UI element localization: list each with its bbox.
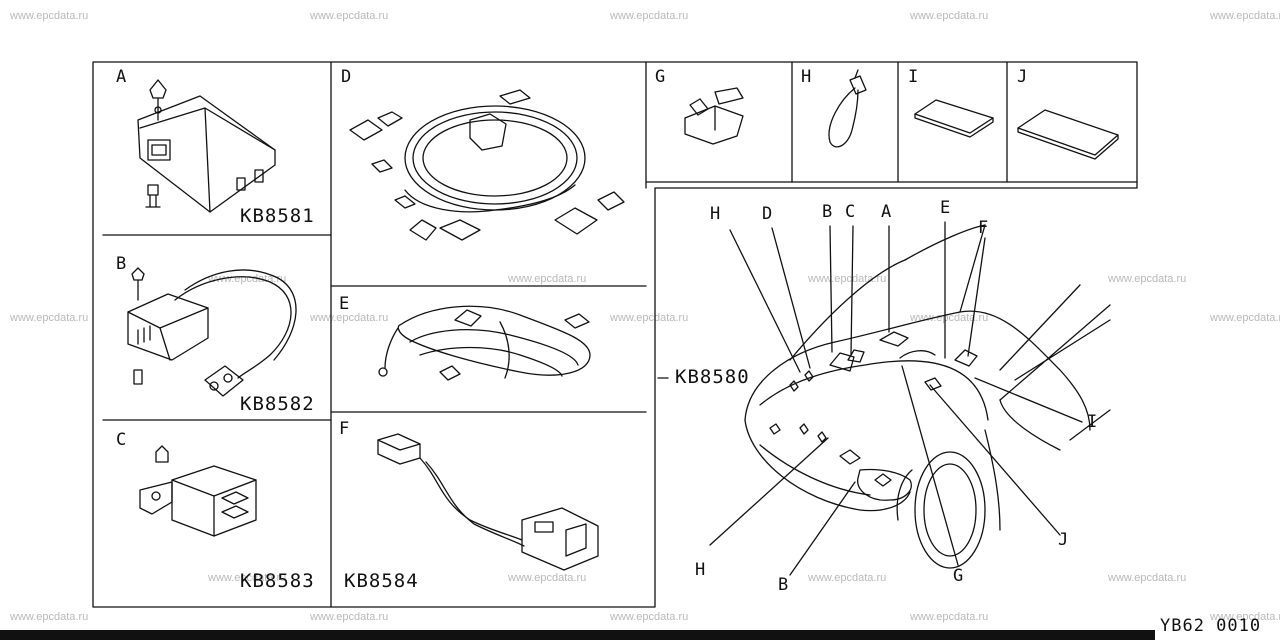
panel-letter-d: D <box>341 67 352 87</box>
watermark: www.epcdata.ru <box>310 312 389 324</box>
sub-harness-illustration <box>378 305 591 381</box>
callout-b-bottom: B <box>778 575 789 595</box>
band-clip-illustration <box>828 69 867 148</box>
callout-i: I <box>1087 412 1098 432</box>
part-code-f: KB8584 <box>344 570 419 592</box>
watermark: www.epcdata.ru <box>10 10 89 22</box>
watermark: www.epcdata.ru <box>910 312 989 324</box>
part-code-a: KB8581 <box>240 205 315 227</box>
watermark: www.epcdata.ru <box>808 572 887 584</box>
panel-letter-g: G <box>655 67 666 87</box>
callout-a: A <box>881 202 892 222</box>
callout-f: F <box>978 218 989 238</box>
watermark: www.epcdata.ru <box>1108 572 1187 584</box>
watermark: www.epcdata.ru <box>208 572 287 584</box>
watermark: www.epcdata.ru <box>10 611 89 623</box>
watermark: www.epcdata.ru <box>610 312 689 324</box>
vehicle-front-view <box>744 224 1111 569</box>
control-unit-illustration <box>137 79 276 213</box>
panel-letter-f: F <box>339 419 350 439</box>
watermark: www.epcdata.ru <box>1210 312 1280 324</box>
panel-letter-b: B <box>116 254 127 274</box>
relay-harness-illustration <box>127 267 297 397</box>
part-code-assembly: KB8580 <box>675 366 750 388</box>
clip-illustration <box>684 87 744 145</box>
sheet-illustration <box>1017 109 1119 160</box>
watermark: www.epcdata.ru <box>1210 611 1280 623</box>
relay-illustration <box>139 445 257 537</box>
callout-e: E <box>940 198 951 218</box>
diagram-code: YB62 0010 <box>1160 616 1262 636</box>
watermark: www.epcdata.ru <box>610 611 689 623</box>
watermark: www.epcdata.ru <box>208 273 287 285</box>
watermark: www.epcdata.ru <box>310 10 389 22</box>
panel-frame <box>92 61 1138 608</box>
watermark: www.epcdata.ru <box>610 10 689 22</box>
panel-letter-j: J <box>1017 67 1028 87</box>
watermark: www.epcdata.ru <box>808 273 887 285</box>
callout-h-bottom: H <box>695 560 706 580</box>
footer-bar <box>0 630 1155 640</box>
callout-c: C <box>845 202 856 222</box>
watermark: www.epcdata.ru <box>10 312 89 324</box>
callout-g: G <box>953 566 964 586</box>
callout-d: D <box>762 204 773 224</box>
callout-j: J <box>1058 530 1069 550</box>
main-harness-illustration <box>349 89 625 241</box>
callout-h-top: H <box>710 204 721 224</box>
watermark: www.epcdata.ru <box>508 572 587 584</box>
watermark: www.epcdata.ru <box>910 611 989 623</box>
panel-letter-e: E <box>339 294 350 314</box>
watermark: www.epcdata.ru <box>910 10 989 22</box>
watermark: www.epcdata.ru <box>508 273 587 285</box>
part-code-b: KB8582 <box>240 393 315 415</box>
callout-b-top: B <box>822 202 833 222</box>
lead-connector-illustration <box>377 433 599 571</box>
pad-illustration <box>914 99 994 138</box>
callout-leaders <box>657 221 1083 576</box>
watermark: www.epcdata.ru <box>1108 273 1187 285</box>
panel-letter-a: A <box>116 67 127 87</box>
watermark: www.epcdata.ru <box>1210 10 1280 22</box>
panel-letter-c: C <box>116 430 127 450</box>
watermark: www.epcdata.ru <box>310 611 389 623</box>
panel-letter-h: H <box>801 67 812 87</box>
panel-letter-i: I <box>908 67 919 87</box>
part-code-c: KB8583 <box>240 570 315 592</box>
